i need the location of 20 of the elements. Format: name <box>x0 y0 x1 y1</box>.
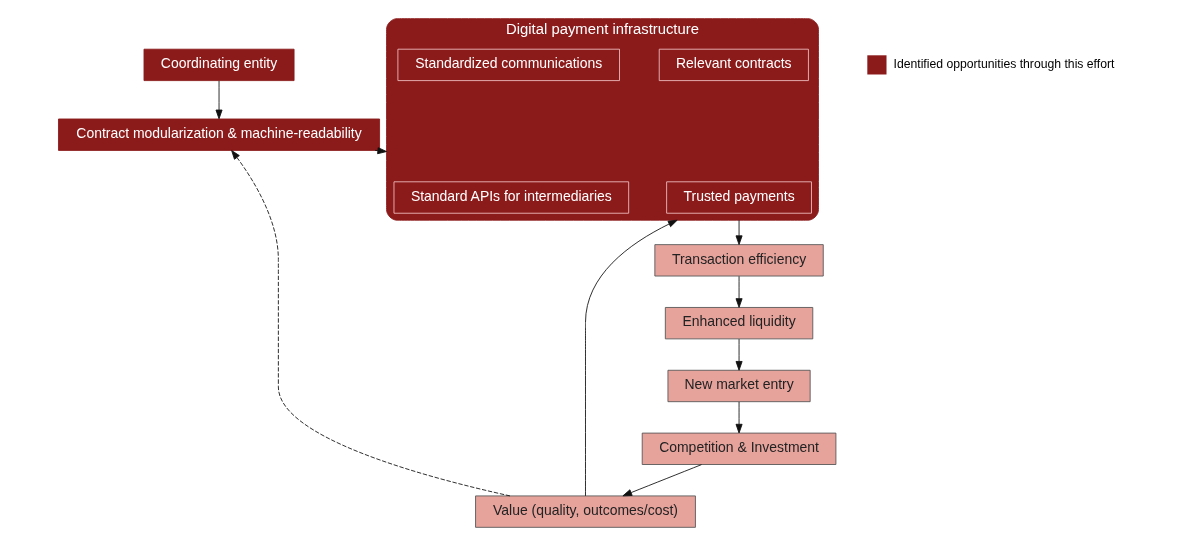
arrow <box>230 150 510 497</box>
node-box: Transaction efficiency <box>653 244 824 277</box>
arrow <box>584 219 678 497</box>
node-box: Trusted payments <box>665 181 812 214</box>
node-box: Standard APIs for intermediaries <box>393 181 629 214</box>
node-box: Value (quality, outcomes/cost) <box>474 495 696 528</box>
arrow <box>374 147 387 155</box>
node-box: Competition & Investment <box>641 432 836 465</box>
arrow <box>735 275 743 308</box>
arrow <box>735 219 743 245</box>
node-box: Relevant contracts <box>658 48 809 82</box>
legend-label: Identified opportunities through this effort <box>892 57 1114 72</box>
node-box: Enhanced liquidity <box>664 307 813 340</box>
node-box: Coordinating entity <box>143 48 294 82</box>
arrow <box>735 401 743 434</box>
arrow <box>215 80 223 120</box>
arrow <box>622 464 702 497</box>
arrow <box>735 338 743 371</box>
node-box: Standardized communications <box>396 48 620 82</box>
node-box: New market entry <box>667 369 811 403</box>
